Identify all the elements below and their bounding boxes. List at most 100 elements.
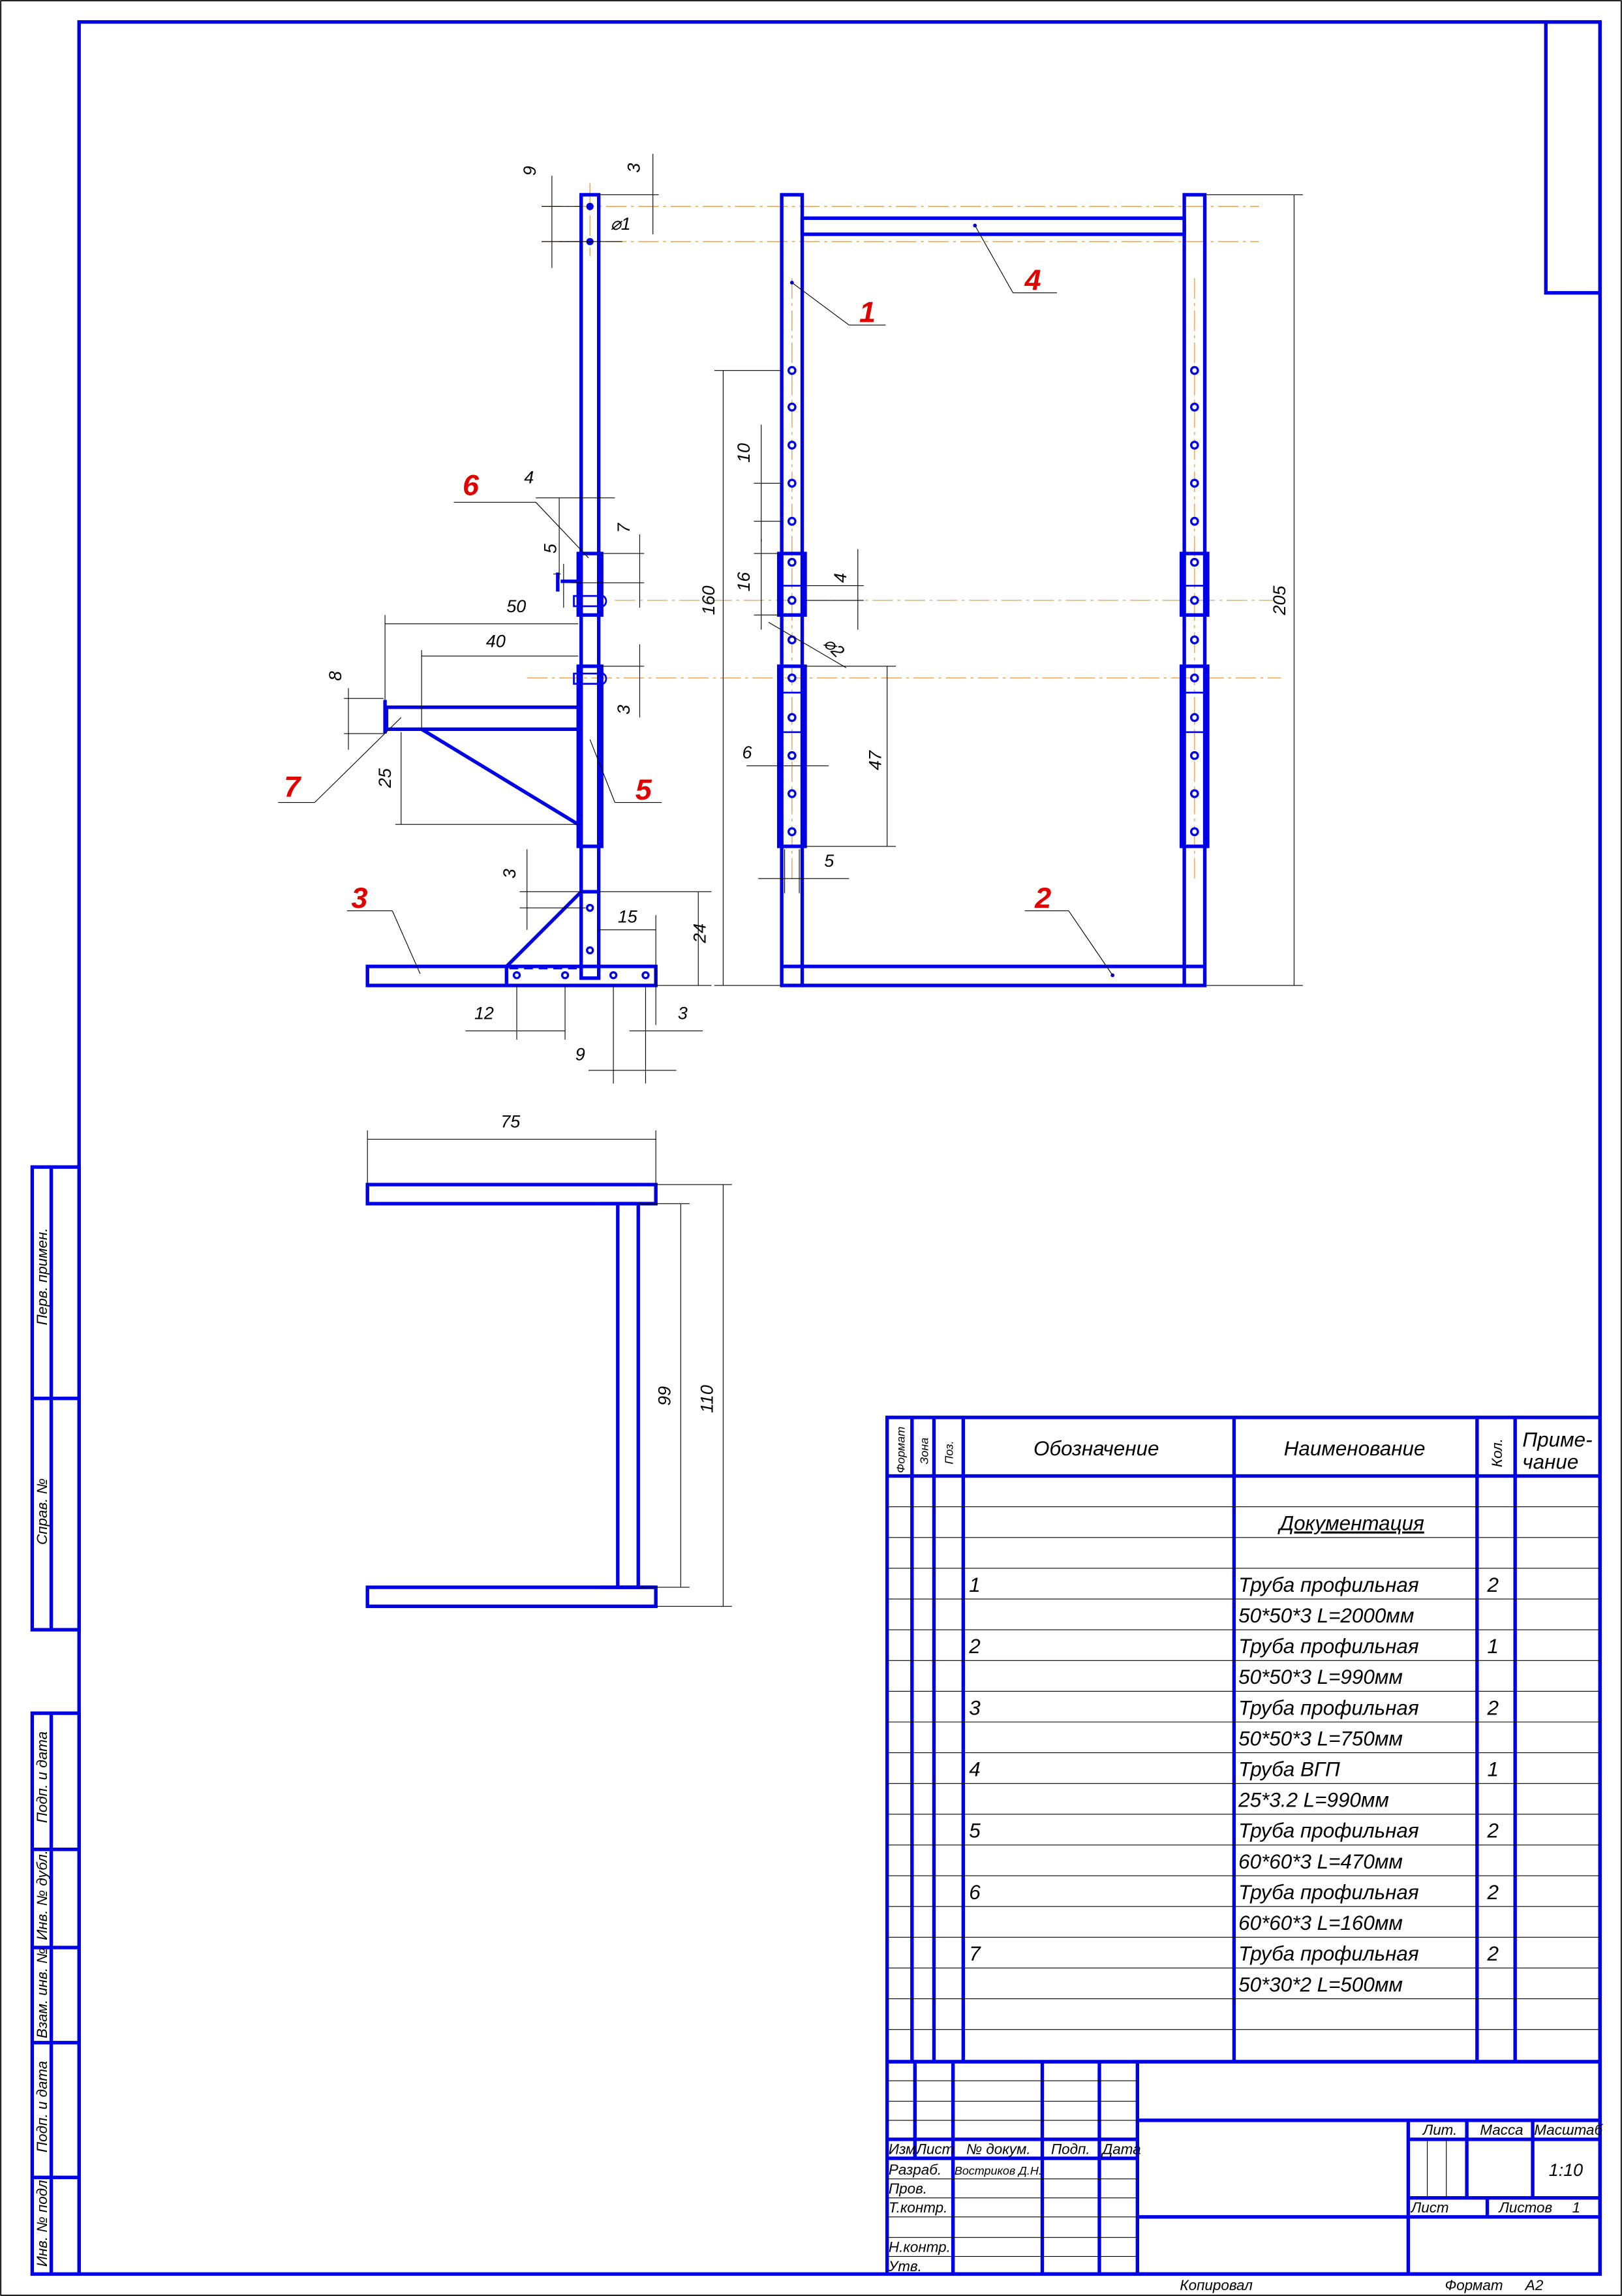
callout-1: 1	[859, 296, 876, 329]
specification-table: Формат Зона Поз. Обозначение Наименовани…	[885, 1416, 1602, 2064]
strip-label: Инв. № подл.	[34, 2176, 50, 2267]
tb-format-label: Формат	[1445, 2277, 1503, 2293]
dim-label: 16	[734, 572, 754, 591]
spec-cell: 60*60*3 L=470мм	[1238, 1850, 1403, 1873]
spec-cell: Труба профильная	[1238, 1881, 1419, 1904]
dim-label: 47	[866, 750, 885, 770]
callout-3: 3	[352, 881, 368, 914]
spec-cell: Труба профильная	[1238, 1696, 1419, 1719]
tb-masshtab: Масштаб	[1534, 2122, 1603, 2138]
dim-label: 4	[831, 573, 850, 583]
spec-cell: Труба ВГП	[1238, 1758, 1340, 1781]
dim-label: 160	[699, 585, 718, 615]
spec-cell: 2	[1487, 1696, 1499, 1719]
tb-razrab-name: Востриков Д.Н.	[955, 2164, 1042, 2177]
spec-cell: 5	[969, 1820, 981, 1842]
top-view: 75 99 110	[365, 1112, 732, 1608]
dim-label: 12	[474, 1004, 494, 1023]
header-note: Приме-	[1522, 1429, 1592, 1451]
dim-label: 3	[500, 869, 519, 878]
title-block: Изм. Лист № докум. Подп. Дата Разраб. Во…	[885, 2060, 1603, 2293]
spec-cell: 50*30*2 L=500мм	[1238, 1973, 1403, 1996]
spec-cell: Труба профильная	[1238, 1820, 1419, 1842]
spec-cell: 3	[969, 1696, 981, 1719]
tb-razrab: Разраб.	[889, 2162, 941, 2178]
tb-izm: Изм.	[889, 2141, 920, 2157]
spec-row: 2 Труба профильная 1 50*50*3 L=990мм	[968, 1635, 1499, 1688]
header-designation: Обозначение	[1033, 1437, 1159, 1460]
spec-cell: 2	[1487, 1574, 1499, 1596]
dim-label: ⌀1	[611, 214, 631, 234]
dim-label: 5	[541, 543, 560, 553]
strip-label: Взам. инв. №	[34, 1947, 50, 2038]
tb-nkontr: Н.контр.	[889, 2239, 951, 2256]
side-view: 9 3 ⌀1 4 7 5 50 40 8 3 25 3 15 24 12 9 3…	[278, 153, 1281, 1084]
spec-cell: Труба профильная	[1238, 1635, 1419, 1658]
spec-cell: 2	[1487, 1881, 1499, 1904]
tb-list: Лист	[915, 2141, 955, 2157]
tb-lit: Лит.	[1422, 2122, 1458, 2138]
strip-label: Перв. примен.	[34, 1228, 50, 1325]
header-format: Формат	[895, 1427, 908, 1473]
spec-cell: 50*50*3 L=750мм	[1238, 1727, 1403, 1750]
tb-format: A2	[1524, 2277, 1544, 2293]
dim-label: 75	[500, 1112, 521, 1132]
dim-label: 3	[678, 1004, 688, 1023]
dim-label: 99	[655, 1386, 675, 1406]
spec-cell: 1	[1488, 1635, 1499, 1658]
dim-label: 6	[742, 743, 752, 762]
spec-cell: 6	[969, 1881, 981, 1904]
strip-label: Подп. и дата	[34, 1731, 50, 1823]
spec-row: 4 Труба ВГП 1 25*3.2 L=990мм	[969, 1758, 1499, 1812]
dim-label: 5	[824, 851, 834, 871]
dim-label: 15	[618, 907, 638, 926]
dim-label: 24	[690, 923, 709, 944]
tb-utv: Утв.	[888, 2258, 922, 2274]
callout-7: 7	[284, 770, 301, 803]
header-pos: Поз.	[943, 1441, 956, 1465]
tb-scale: 1:10	[1549, 2160, 1583, 2180]
spec-cell: 7	[969, 1942, 981, 1965]
tb-sheets-count: 1	[1572, 2199, 1580, 2216]
dim-label: 40	[486, 632, 506, 651]
dim-label: 50	[506, 597, 526, 616]
tb-tkontr: Т.контр.	[889, 2199, 947, 2216]
spec-cell: 2	[1487, 1820, 1499, 1842]
spec-cell: 60*60*3 L=160мм	[1238, 1912, 1403, 1934]
spec-cell: Труба профильная	[1238, 1574, 1419, 1596]
strip-label: Справ. №	[34, 1478, 50, 1545]
spec-cell: Труба профильная	[1238, 1942, 1419, 1965]
dim-label: 4	[524, 467, 534, 487]
spec-cell: 50*50*3 L=2000мм	[1238, 1604, 1414, 1627]
dim-label: 3	[624, 163, 643, 173]
spec-cell: 50*50*3 L=990мм	[1238, 1666, 1403, 1688]
callout-2: 2	[1034, 881, 1051, 914]
part-6-sleeve	[576, 551, 604, 617]
header-qty: Кол.	[1489, 1438, 1505, 1467]
spec-cell: 1	[1488, 1758, 1499, 1781]
dim-label: 25	[375, 768, 395, 788]
spec-cell: 2	[1487, 1942, 1499, 1965]
spec-cell: 2	[968, 1635, 980, 1658]
front-view: 160 205 10 16 4 ⌀2 47 6 5 1 4 2	[699, 193, 1303, 987]
dim-label: 9	[575, 1044, 585, 1064]
tb-prov: Пров.	[889, 2180, 927, 2197]
dim-label: 8	[326, 671, 345, 681]
callout-6: 6	[463, 468, 480, 501]
spec-row: 7 Труба профильная 2 50*30*2 L=500мм	[969, 1942, 1499, 1996]
callout-4: 4	[1024, 263, 1041, 296]
dim-label: 10	[734, 443, 754, 463]
header-name: Наименование	[1284, 1437, 1426, 1460]
spec-cell: 4	[969, 1758, 980, 1781]
dim-label: 7	[614, 523, 634, 533]
part-4-bar	[800, 216, 1186, 236]
tb-date: Дата	[1100, 2141, 1140, 2157]
spec-cell: 25*3.2 L=990мм	[1238, 1789, 1389, 1812]
tb-copied: Копировал	[1180, 2277, 1253, 2293]
dim-label: 205	[1270, 585, 1289, 615]
strip-label: Подп. и дата	[34, 2061, 50, 2152]
dim-label: 3	[614, 705, 634, 715]
spec-row: 6 Труба профильная 2 60*60*3 L=160мм	[969, 1881, 1499, 1934]
